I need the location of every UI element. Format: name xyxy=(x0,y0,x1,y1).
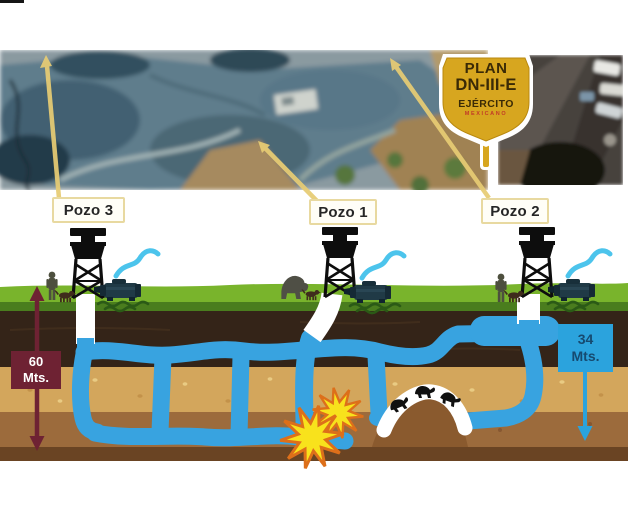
tunnel-pozo2-junction xyxy=(470,316,560,346)
derrick-pozo1 xyxy=(320,225,360,299)
callout-arrows xyxy=(40,55,491,203)
depth-right-value: 34 xyxy=(577,330,594,347)
video-artifact-mark xyxy=(0,0,24,3)
pump-spray xyxy=(113,248,613,281)
well-shafts xyxy=(76,292,540,356)
depth-left-unit: Mts. xyxy=(23,370,49,385)
well-label-pozo3: Pozo 3 xyxy=(52,197,125,223)
depth-label-34m: 34 Mts. xyxy=(558,324,613,372)
well-label-pozo3-text: Pozo 3 xyxy=(63,201,114,219)
derrick-pozo2 xyxy=(517,225,557,299)
depth-arrow-34 xyxy=(577,370,593,441)
well-label-pozo1: Pozo 1 xyxy=(309,199,377,225)
army-plan-badge xyxy=(439,54,533,170)
depth-label-60m: 60 Mts. xyxy=(11,351,61,389)
well-label-pozo2: Pozo 2 xyxy=(481,198,549,224)
aerial-photo-left xyxy=(0,50,488,190)
well-label-pozo1-text: Pozo 1 xyxy=(318,203,368,221)
depth-right-unit: Mts. xyxy=(571,348,600,364)
depth-left-value: 60 xyxy=(28,353,44,369)
well-label-pozo2-text: Pozo 2 xyxy=(490,202,540,220)
